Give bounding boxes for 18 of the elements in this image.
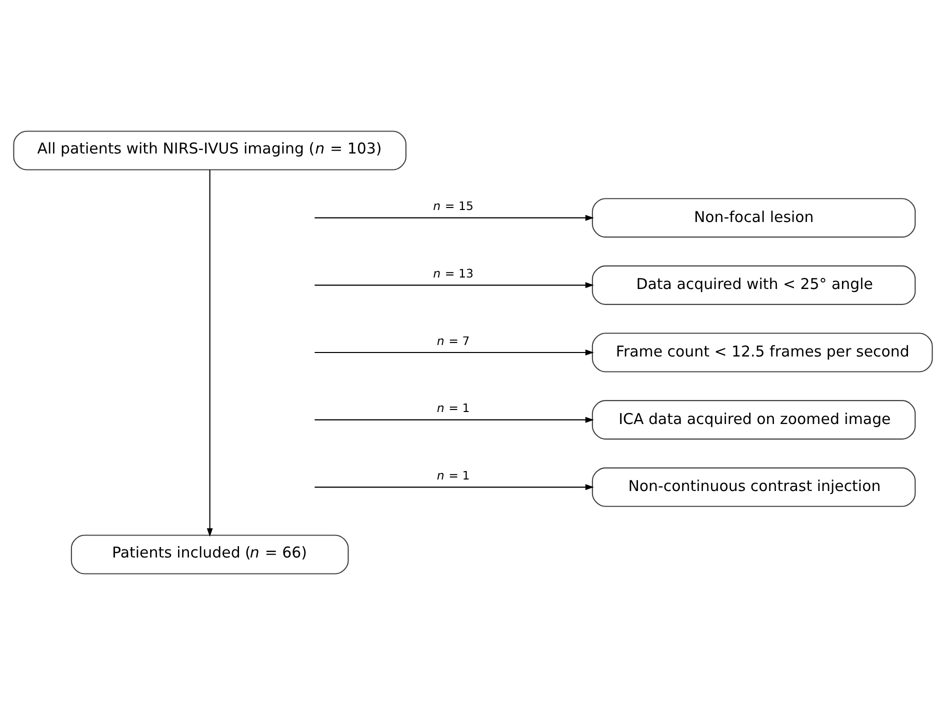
node-box: Non-continuous contrast injection (591, 466, 916, 506)
arrow (314, 416, 594, 422)
arrow (314, 214, 594, 220)
arrow (314, 484, 594, 490)
arrow (314, 282, 594, 288)
node-box: All patients with NIRS-IVUS imaging (n = 103) (12, 130, 406, 170)
node-box: Non-focal lesion (591, 198, 916, 238)
edge-label: n = 1 (436, 400, 470, 415)
node-box: Patients included (n = 66) (70, 534, 348, 574)
node-box: Frame count < 12.5 frames per second (591, 332, 932, 372)
edge-label: n = 13 (432, 266, 473, 280)
edge-label: n = 15 (432, 198, 473, 213)
arrow (206, 169, 212, 536)
node-box: Data acquired with < 25° angle (591, 264, 916, 304)
node-box: ICA data acquired on zoomed image (591, 400, 916, 440)
arrow (314, 349, 594, 355)
edge-label: n = 1 (436, 468, 470, 482)
edge-label: n = 7 (436, 333, 470, 348)
